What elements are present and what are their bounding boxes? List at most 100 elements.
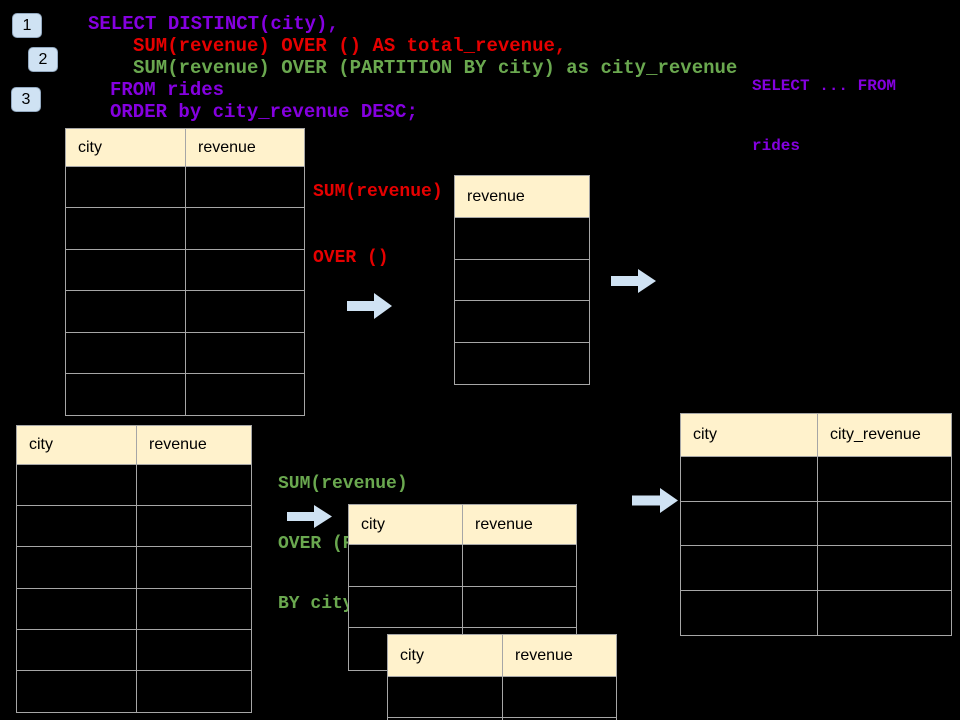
table-source-top: city revenue xyxy=(65,128,305,417)
table-cell xyxy=(349,545,463,587)
table-cell xyxy=(17,588,137,630)
table-cell xyxy=(17,547,137,589)
column-header-city: city xyxy=(388,635,503,677)
table-row xyxy=(17,547,251,589)
table-cell xyxy=(463,586,576,629)
total-annotation-line-1: SUM(revenue) xyxy=(313,182,443,202)
table-cell xyxy=(818,501,951,546)
table-partition-front: city revenue xyxy=(387,634,617,720)
column-header-revenue: revenue xyxy=(463,505,576,545)
table-row xyxy=(455,342,589,384)
table-row xyxy=(66,291,304,333)
table-cell xyxy=(186,167,304,209)
table-row xyxy=(681,546,951,591)
table-row xyxy=(66,332,304,374)
column-header-city: city xyxy=(17,426,137,465)
table-cell xyxy=(455,218,589,260)
table-cell xyxy=(818,546,951,591)
table-cell xyxy=(137,547,251,589)
sql-line-from: FROM rides xyxy=(110,79,225,101)
table-cell xyxy=(66,373,186,416)
table-cell xyxy=(455,342,589,384)
sql-line-total-revenue: SUM(revenue) OVER () AS total_revenue, xyxy=(133,35,567,57)
table-cell xyxy=(186,332,304,374)
table-cell xyxy=(17,506,137,548)
right-arrow-icon xyxy=(632,488,678,513)
table-cell xyxy=(186,208,304,250)
table-row xyxy=(66,373,304,416)
table-cell xyxy=(186,373,304,416)
step-badge-2: 2 xyxy=(28,47,58,72)
table-row xyxy=(388,677,616,718)
from-note-line-2: rides xyxy=(752,137,801,155)
table-cell xyxy=(349,586,463,629)
column-header-revenue: revenue xyxy=(503,635,616,677)
table-row xyxy=(349,586,576,629)
right-arrow-icon xyxy=(347,293,392,319)
table-cell xyxy=(66,208,186,250)
table-cell xyxy=(681,546,818,591)
table-cell xyxy=(681,501,818,546)
column-header-city: city xyxy=(681,414,818,457)
table-cell xyxy=(137,629,251,671)
table-header-row: city revenue xyxy=(66,129,304,167)
table-cell xyxy=(66,332,186,374)
table-row xyxy=(455,301,589,343)
table-row xyxy=(17,629,251,671)
table-cell xyxy=(463,545,576,587)
table-row xyxy=(17,670,251,713)
table-cell xyxy=(186,249,304,292)
table-cell xyxy=(681,590,818,635)
table-row xyxy=(681,457,951,502)
table-cell xyxy=(66,167,186,209)
table-row xyxy=(455,259,589,301)
table-cell xyxy=(503,718,616,720)
table-cell xyxy=(137,670,251,713)
table-row xyxy=(17,506,251,548)
table-total-result: revenue xyxy=(454,175,590,385)
partition-annotation-line-1: SUM(revenue) xyxy=(278,474,408,494)
table-row xyxy=(388,718,616,720)
table-cell xyxy=(388,718,503,720)
table-cell xyxy=(17,670,137,713)
table-cell xyxy=(455,301,589,343)
table-cell xyxy=(66,291,186,333)
column-header-revenue: revenue xyxy=(455,176,589,218)
table-cell xyxy=(137,506,251,548)
table-row xyxy=(349,545,576,587)
table-header-row: city revenue xyxy=(388,635,616,677)
table-cell xyxy=(388,677,503,718)
table-source-bottom: city revenue xyxy=(16,425,252,714)
table-cell xyxy=(681,457,818,502)
table-row xyxy=(681,501,951,546)
table-row xyxy=(455,218,589,260)
total-annotation-line-2: OVER () xyxy=(313,248,389,268)
sql-line-select: SELECT DISTINCT(city), xyxy=(88,13,339,35)
table-cell xyxy=(17,629,137,671)
table-row xyxy=(66,249,304,292)
table-cell xyxy=(503,677,616,718)
table-cell xyxy=(186,291,304,333)
table-cell xyxy=(137,588,251,630)
column-header-revenue: revenue xyxy=(186,129,304,167)
sql-line-partition: SUM(revenue) OVER (PARTITION BY city) as… xyxy=(133,57,738,79)
column-header-revenue: revenue xyxy=(137,426,251,465)
table-row xyxy=(66,167,304,209)
table-cell xyxy=(17,465,137,507)
step-badge-1: 1 xyxy=(12,13,42,38)
right-arrow-icon xyxy=(287,505,332,528)
total-revenue-annotation: SUM(revenue) OVER () xyxy=(313,137,443,313)
table-row xyxy=(17,588,251,630)
table-final-result: city city_revenue xyxy=(680,413,952,636)
table-cell xyxy=(818,590,951,635)
table-header-row: city revenue xyxy=(349,505,576,545)
right-arrow-icon xyxy=(611,269,656,293)
sql-line-order-by: ORDER by city_revenue DESC; xyxy=(110,101,418,123)
table-header-row: city revenue xyxy=(17,426,251,465)
table-row xyxy=(681,590,951,635)
column-header-city: city xyxy=(66,129,186,167)
table-row xyxy=(17,465,251,507)
table-cell xyxy=(66,249,186,292)
from-note-line-1: SELECT ... FROM xyxy=(752,77,897,95)
